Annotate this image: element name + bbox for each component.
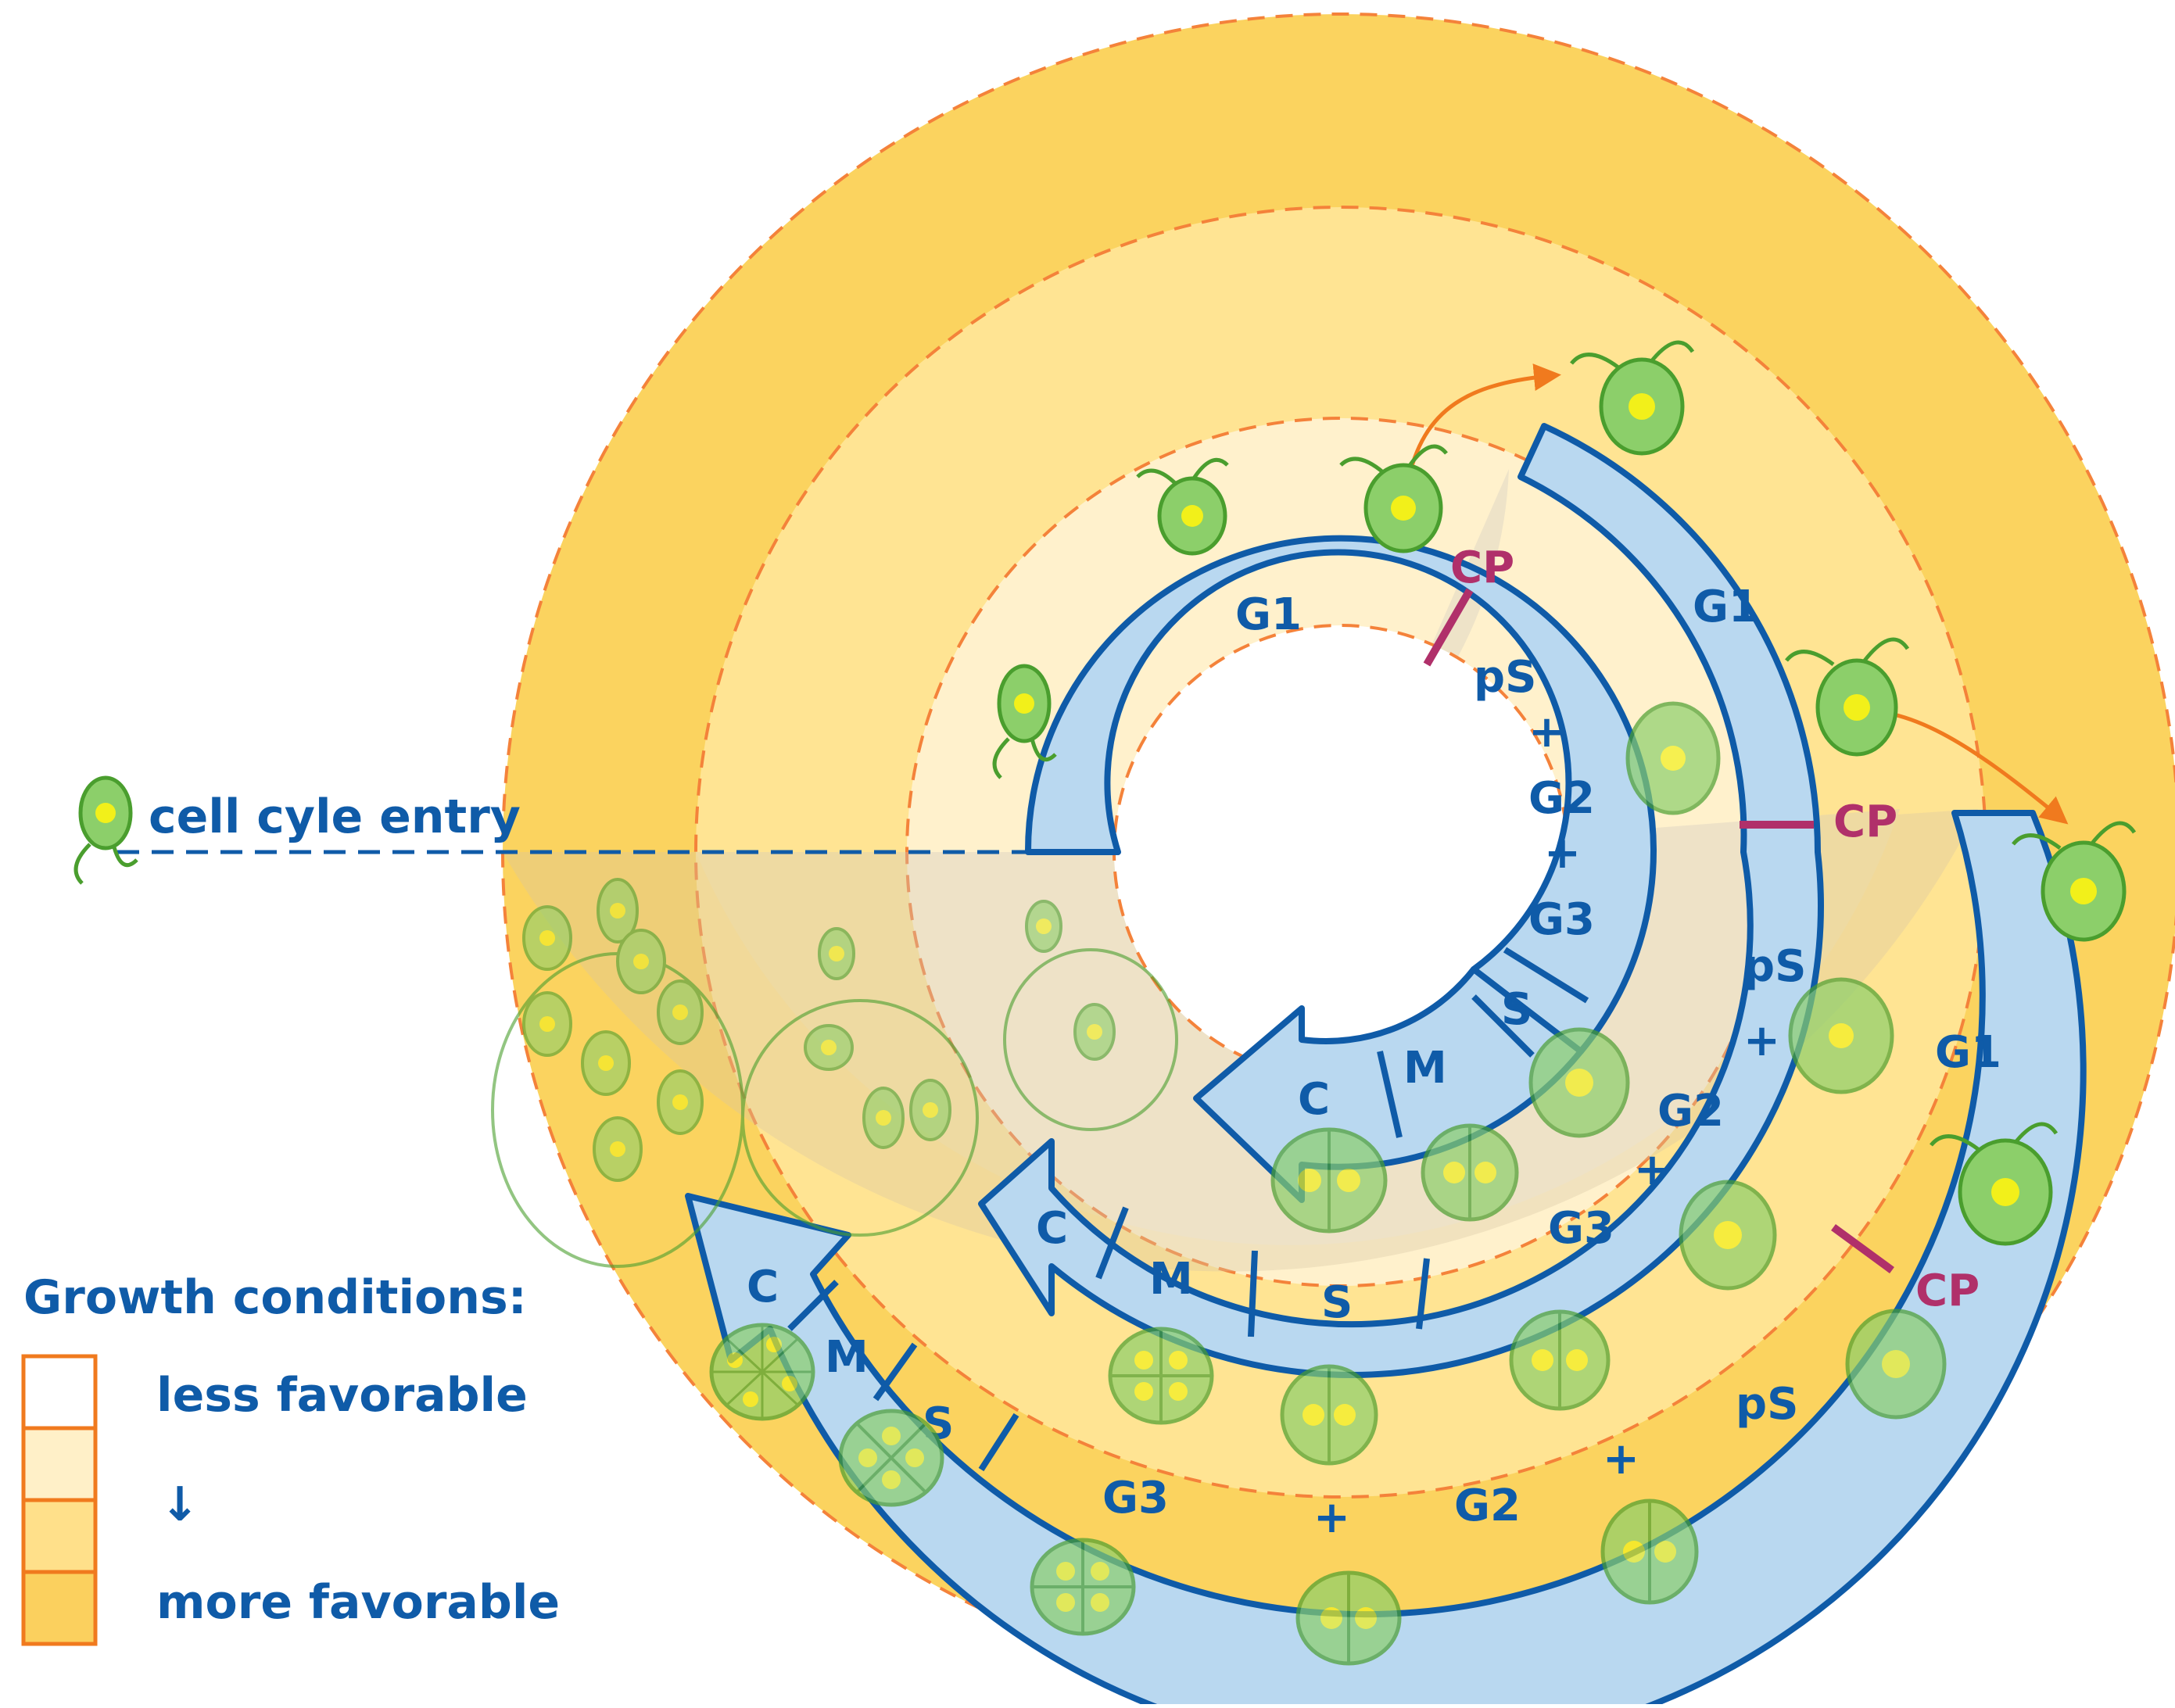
phase-plus1-inner: + bbox=[1528, 707, 1565, 757]
cluster-inner bbox=[1003, 948, 1178, 1131]
divider-outer-3 bbox=[787, 1280, 839, 1331]
cp-marker-outer bbox=[1831, 1223, 1894, 1274]
cell-flagellate bbox=[992, 664, 1057, 779]
cell-growing bbox=[1845, 1309, 1947, 1420]
legend-swatch-4 bbox=[21, 1570, 98, 1646]
phase-plus2-inner: + bbox=[1544, 828, 1581, 879]
dividing-cells bbox=[709, 701, 1947, 1666]
phase-ps-outer: pS bbox=[1736, 1379, 1798, 1430]
phase-g3-inner: G3 bbox=[1528, 894, 1595, 945]
cell-4-nuclei bbox=[1108, 1327, 1214, 1425]
divider-inner-3 bbox=[1377, 1051, 1403, 1138]
legend-top-label: less favorable bbox=[156, 1368, 528, 1423]
legend-swatch-2 bbox=[21, 1426, 98, 1502]
cell-flagellate bbox=[1930, 1122, 2059, 1246]
phase-s-middle: S bbox=[1321, 1277, 1353, 1328]
phase-g3-middle: G3 bbox=[1548, 1203, 1614, 1254]
legend-swatch-3 bbox=[21, 1498, 98, 1574]
flagellate-cells bbox=[73, 340, 2137, 1246]
phase-g2-middle: G2 bbox=[1657, 1086, 1724, 1137]
cell-flagellate bbox=[1136, 457, 1229, 556]
phase-cp-outer: CP bbox=[1915, 1266, 1980, 1316]
cell-4-nuclei bbox=[838, 1409, 944, 1507]
cp-marker-inner bbox=[1423, 588, 1474, 667]
divider-middle-3 bbox=[1095, 1206, 1129, 1280]
phase-s-inner: S bbox=[1501, 984, 1532, 1035]
cell-2-nuclei bbox=[1280, 1364, 1378, 1466]
phase-m-outer: M bbox=[825, 1332, 869, 1383]
cycle-middle bbox=[978, 423, 1824, 1378]
phase-c-outer: C bbox=[747, 1262, 779, 1312]
daughter-clusters bbox=[491, 878, 1178, 1268]
divider-middle-1 bbox=[1416, 1258, 1430, 1330]
divider-outer-2 bbox=[873, 1342, 918, 1402]
cell-8-nuclei bbox=[709, 1323, 815, 1421]
cell-growing bbox=[1788, 977, 1894, 1094]
ring-middle bbox=[978, 423, 1824, 1378]
cell-flagellate bbox=[1570, 340, 1695, 456]
divider-inner-1 bbox=[1503, 947, 1589, 1004]
cell-2-nuclei bbox=[1600, 1499, 1699, 1605]
cell-growing bbox=[1679, 1180, 1777, 1291]
cell-flagellate bbox=[1339, 444, 1448, 553]
cycle-middle-labels: G1 CP pS + G2 + G3 S M C bbox=[1036, 582, 1897, 1328]
phase-g2-inner: G2 bbox=[1528, 773, 1595, 824]
cell-flagellate bbox=[1785, 637, 1910, 757]
legend-bottom-label: more favorable bbox=[156, 1575, 560, 1630]
phase-plus1-outer: + bbox=[1603, 1434, 1639, 1484]
entry-label: cell cyle entry bbox=[149, 790, 521, 844]
phase-m-inner: M bbox=[1403, 1043, 1447, 1094]
cell-growing bbox=[1625, 701, 1721, 815]
cell-2-nuclei bbox=[1295, 1570, 1402, 1666]
divider-outer-1 bbox=[978, 1413, 1019, 1472]
phase-m-middle: M bbox=[1149, 1254, 1193, 1305]
divider-inner-2 bbox=[1471, 994, 1535, 1058]
phase-g1-outer: G1 bbox=[1935, 1027, 2001, 1078]
phase-c-middle: C bbox=[1036, 1203, 1068, 1254]
divider-middle-2 bbox=[1248, 1250, 1258, 1337]
phase-ps-inner: pS bbox=[1474, 652, 1536, 703]
phase-plus2-middle: + bbox=[1634, 1144, 1671, 1195]
cell-flagellate bbox=[2012, 821, 2137, 942]
cell-2-nuclei bbox=[1421, 1123, 1519, 1222]
cycle-outer-labels: G1 CP pS + G2 + G3 S M C bbox=[747, 1027, 2001, 1543]
phase-ps-middle: pS bbox=[1743, 941, 1806, 992]
phase-plus2-outer: + bbox=[1313, 1492, 1350, 1543]
entry-cell-icon bbox=[73, 775, 138, 885]
phase-g3-outer: G3 bbox=[1102, 1473, 1169, 1524]
phase-g1-inner: G1 bbox=[1235, 589, 1302, 640]
phase-plus1-middle: + bbox=[1743, 1015, 1780, 1066]
cell-growing bbox=[1528, 1027, 1630, 1138]
cell-4-nuclei bbox=[1030, 1538, 1136, 1636]
cycle-inner-labels: G1 CP pS + G2 + G3 S M C bbox=[1235, 542, 1595, 1125]
cell-2-nuclei bbox=[1509, 1309, 1611, 1411]
phase-cp-inner: CP bbox=[1450, 542, 1514, 593]
phase-g2-outer: G2 bbox=[1454, 1481, 1521, 1531]
legend: Growth conditions: less favorable ↓ more… bbox=[21, 1270, 560, 1646]
phase-c-inner: C bbox=[1298, 1074, 1330, 1125]
legend-swatch-1 bbox=[21, 1354, 98, 1430]
legend-arrow: ↓ bbox=[160, 1477, 199, 1532]
cell-2-nuclei bbox=[1270, 1127, 1388, 1234]
phase-g1-middle: G1 bbox=[1693, 582, 1759, 632]
phase-cp-middle: CP bbox=[1833, 797, 1897, 847]
legend-title: Growth conditions: bbox=[23, 1270, 527, 1325]
